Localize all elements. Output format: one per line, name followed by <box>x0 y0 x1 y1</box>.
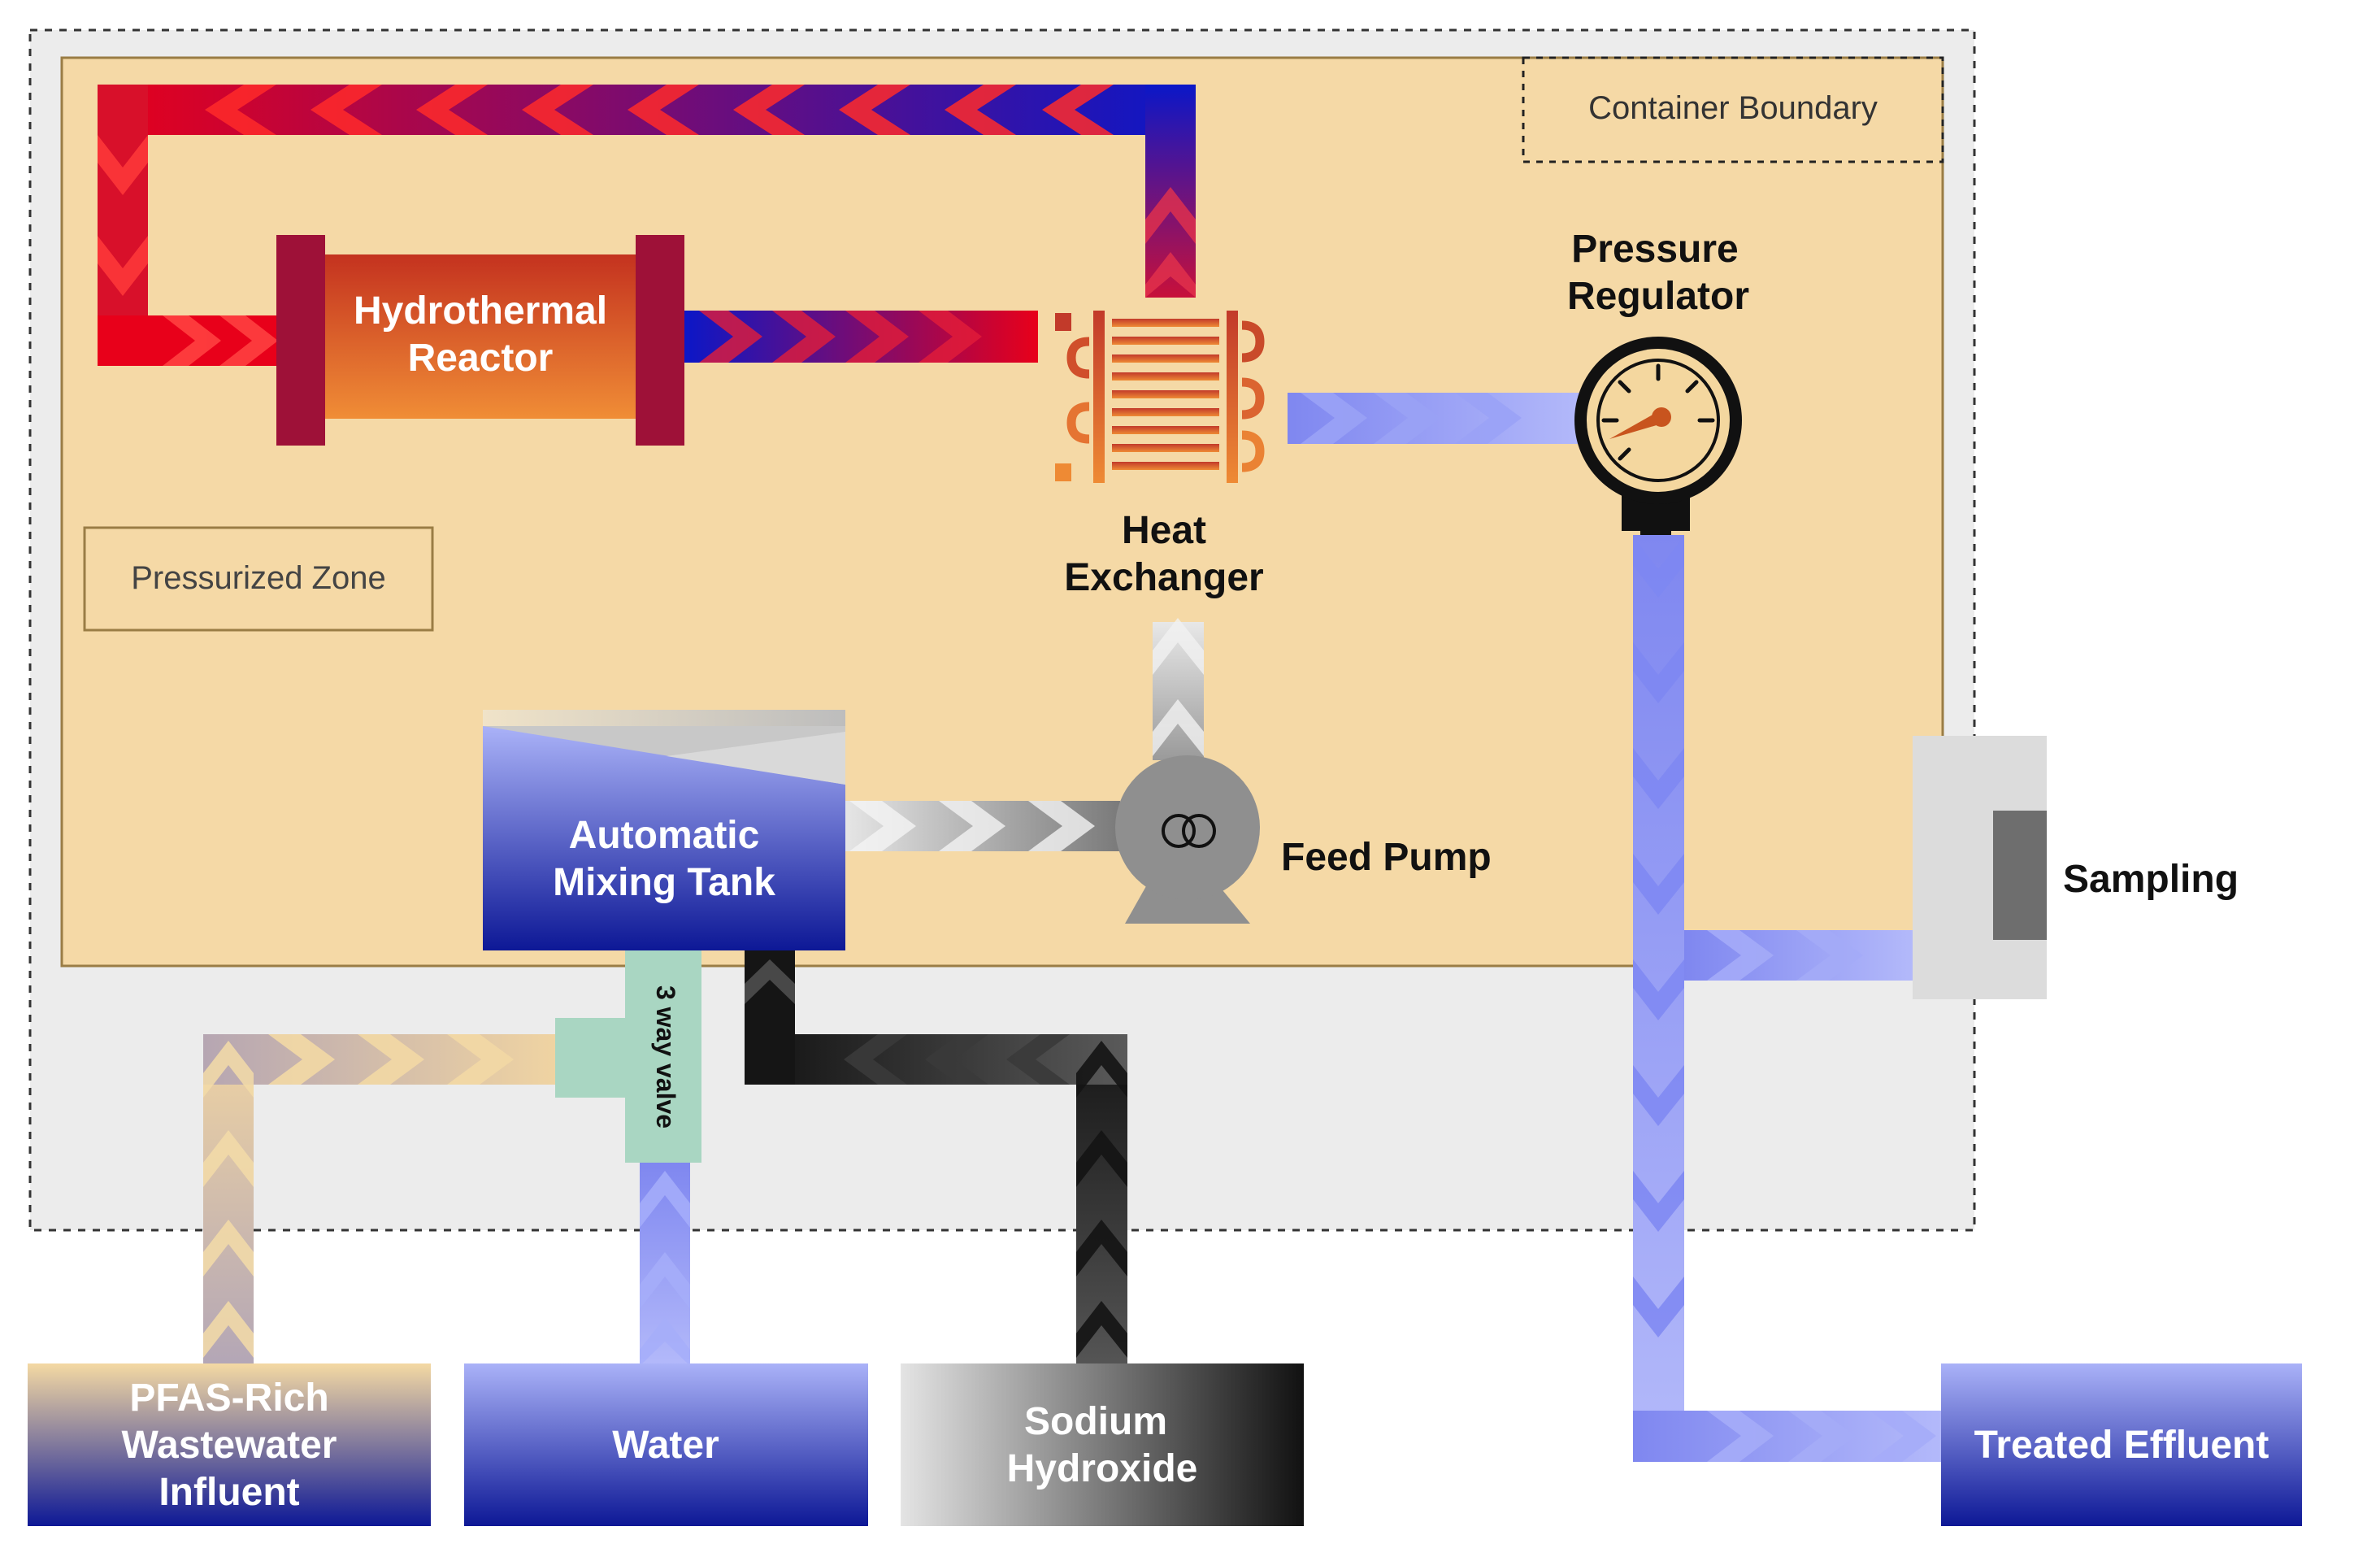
pfas-label-line3: Influent <box>159 1471 299 1514</box>
sampling-label: Sampling <box>2063 858 2239 901</box>
water-label: Water <box>612 1424 719 1467</box>
mixing-tank-label-line1: Automatic <box>569 814 760 857</box>
tank-to-pump-pipe <box>844 801 1120 851</box>
reactor-left-flange <box>276 235 325 446</box>
three-way-valve: 3 way valve <box>555 950 701 1163</box>
hot-loop-riser-chevrons <box>1145 187 1196 298</box>
pfas-influent-pipe <box>203 1034 559 1366</box>
water-pipe <box>640 1163 690 1366</box>
hx-to-regulator-pipe <box>1288 393 1583 444</box>
hydrothermal-reactor: Hydrothermal Reactor <box>276 235 684 446</box>
container-boundary-label-box <box>1522 56 1944 163</box>
reactor-label-line1: Hydrothermal <box>354 289 607 333</box>
treated-effluent-label: Treated Effluent <box>1974 1424 2269 1467</box>
pressurized-zone-label: Pressurized Zone <box>131 560 385 596</box>
pfas-influent-tank <box>28 1363 431 1526</box>
pfas-label-line2: Wastewater <box>122 1424 337 1467</box>
pump-to-hx-pipe <box>1153 618 1204 760</box>
reactor-outlet-pipe <box>683 311 1038 363</box>
treated-effluent-tank <box>1941 1363 2302 1526</box>
automatic-mixing-tank: Automatic Mixing Tank <box>483 710 845 950</box>
sodium-hydroxide-pipe <box>745 950 1127 1366</box>
reactor-outlet-chevrons <box>699 311 982 363</box>
regulator-to-effluent-pipe <box>1633 535 1941 1462</box>
naoh-label-line2: Hydroxide <box>1007 1447 1198 1490</box>
reactor-body <box>322 254 639 419</box>
valve-label: 3 way valve <box>651 985 680 1129</box>
sodium-hydroxide-tank <box>901 1363 1304 1526</box>
container-boundary-label: Container Boundary <box>1588 90 1878 126</box>
feed-pump-label: Feed Pump <box>1281 836 1492 879</box>
hot-loop-chevrons <box>205 85 1114 135</box>
sampling-branch-pipe <box>1684 930 1913 981</box>
heat-exchanger-label-line2: Exchanger <box>1064 556 1263 599</box>
hot-loop-pipe <box>98 85 1196 366</box>
pressurized-zone-label-box <box>83 526 434 632</box>
pressure-regulator-label-line1: Pressure <box>1571 228 1738 271</box>
sampling-port <box>1913 736 2047 999</box>
reactor-inlet-chevrons <box>163 315 278 366</box>
pressure-regulator-label-line2: Regulator <box>1567 275 1749 318</box>
reactor-label-line2: Reactor <box>408 337 554 380</box>
pfas-label-line1: PFAS-Rich <box>129 1377 328 1420</box>
naoh-label-line1: Sodium <box>1024 1400 1167 1443</box>
hot-loop-downcomer-chevrons <box>98 135 148 296</box>
mixing-tank-label-line2: Mixing Tank <box>553 861 775 904</box>
water-tank <box>464 1363 868 1526</box>
heat-exchanger-label-line1: Heat <box>1122 509 1206 552</box>
pressure-regulator-gauge <box>1574 337 1742 535</box>
heat-exchanger-icon <box>1055 311 1265 483</box>
feed-pump-icon <box>1115 755 1260 924</box>
reactor-right-flange <box>636 235 684 446</box>
